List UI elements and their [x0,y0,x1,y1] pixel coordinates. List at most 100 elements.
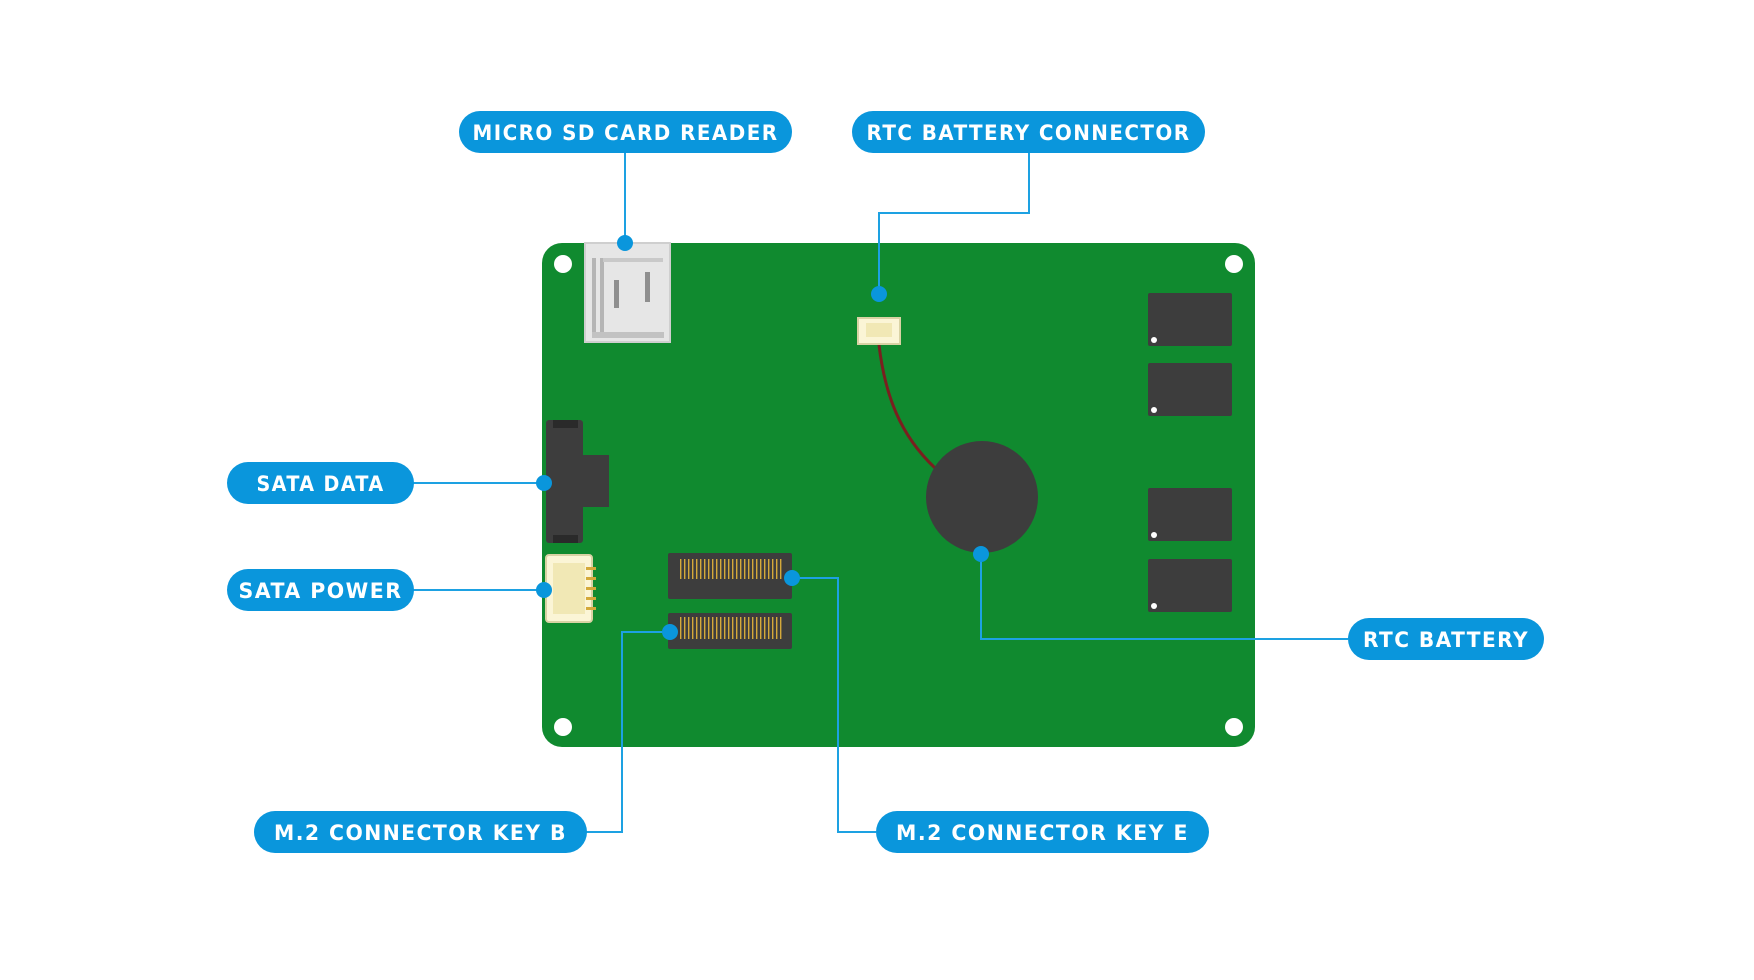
connector-pin [744,617,746,639]
connector-pin [688,617,690,639]
connector-pin [776,617,778,639]
label-pill [459,111,792,153]
connector-pin [688,559,690,579]
mounting-hole [1225,255,1243,273]
connector-pin [700,617,702,639]
connector-pin [756,559,758,579]
leader-line-m2-key-b [586,631,670,833]
connector-pin [732,559,734,579]
leader-dot [662,624,678,640]
connector-pin [744,559,746,579]
connector-pin [712,617,714,639]
memory-chip [1148,559,1232,612]
label-text: MICRO SD CARD READER [473,121,779,145]
leader-dot [871,286,887,302]
label-pill [852,111,1205,153]
sata-power-connector [545,554,596,623]
connector-pin [680,617,682,639]
connector-pin [740,617,742,639]
leader-lines [412,152,1348,833]
m2-connector-key-b [668,613,792,649]
connector-pin [712,559,714,579]
connector-pin [752,617,754,639]
connector-pin [684,559,686,579]
connector-pin [716,559,718,579]
label-pill [1348,618,1544,660]
connector-pin [768,617,770,639]
label-rtc-battery-connector: RTC BATTERY CONNECTOR [852,111,1205,153]
mounting-hole [1225,718,1243,736]
connector-pin [724,559,726,579]
m2-connector-key-e [668,553,792,599]
sata-data-connector [546,420,609,543]
label-pill [227,569,414,611]
label-micro-sd-card-reader: MICRO SD CARD READER [459,111,792,153]
label-text: SATA POWER [239,579,403,603]
memory-chip [1148,363,1232,416]
connector-pin [764,617,766,639]
connector-pin [684,617,686,639]
connector-pin [680,559,682,579]
leader-dot [536,582,552,598]
connector-pin [692,559,694,579]
connector-pin [756,617,758,639]
rtc-battery-wire [877,344,937,470]
leader-dot [784,570,800,586]
micro-sd-card-reader [584,242,671,343]
label-pill [227,462,414,504]
label-text: SATA DATA [257,472,385,496]
connector-pin [776,559,778,579]
leader-dots [536,235,989,640]
label-text: RTC BATTERY CONNECTOR [867,121,1191,145]
connector-pin [732,617,734,639]
leader-dot [617,235,633,251]
connector-pin [772,559,774,579]
label-text: M.2 CONNECTOR KEY B [274,821,567,845]
label-m2-connector-key-e: M.2 CONNECTOR KEY E [876,811,1209,853]
connector-pin [708,617,710,639]
connector-pin [728,617,730,639]
label-rtc-battery: RTC BATTERY [1348,618,1544,660]
connector-pin [724,617,726,639]
connector-pin [740,559,742,579]
connector-pin [720,559,722,579]
rtc-battery [926,441,1038,553]
rtc-battery-connector [857,317,901,345]
label-text: M.2 CONNECTOR KEY E [896,821,1189,845]
connector-pin [780,617,782,639]
connector-pin [748,617,750,639]
mounting-hole [554,718,572,736]
leader-line-m2-key-e [792,577,876,833]
mounting-hole [554,255,572,273]
connector-pin [780,559,782,579]
connector-pin [716,617,718,639]
connector-pin [720,617,722,639]
connector-pin [700,559,702,579]
leader-line-rtc-battery [980,554,1348,640]
label-pill [876,811,1209,853]
memory-chip [1148,293,1232,346]
label-pill [254,811,587,853]
connector-pin [704,559,706,579]
connector-pin [704,617,706,639]
connector-pin [752,559,754,579]
connector-pin [768,559,770,579]
connector-pin [772,617,774,639]
connector-pin [708,559,710,579]
leader-dot [973,546,989,562]
label-sata-data: SATA DATA [227,462,414,504]
memory-chip [1148,488,1232,541]
leader-line-rtc-connector [878,152,1030,294]
connector-pin [696,559,698,579]
label-text: RTC BATTERY [1363,628,1529,652]
connector-pin [748,559,750,579]
connector-pin [764,559,766,579]
connector-pin [692,617,694,639]
connector-pin [736,617,738,639]
connector-pin [760,617,762,639]
label-sata-power: SATA POWER [227,569,414,611]
connector-pin [760,559,762,579]
leader-dot [536,475,552,491]
connector-pin [728,559,730,579]
